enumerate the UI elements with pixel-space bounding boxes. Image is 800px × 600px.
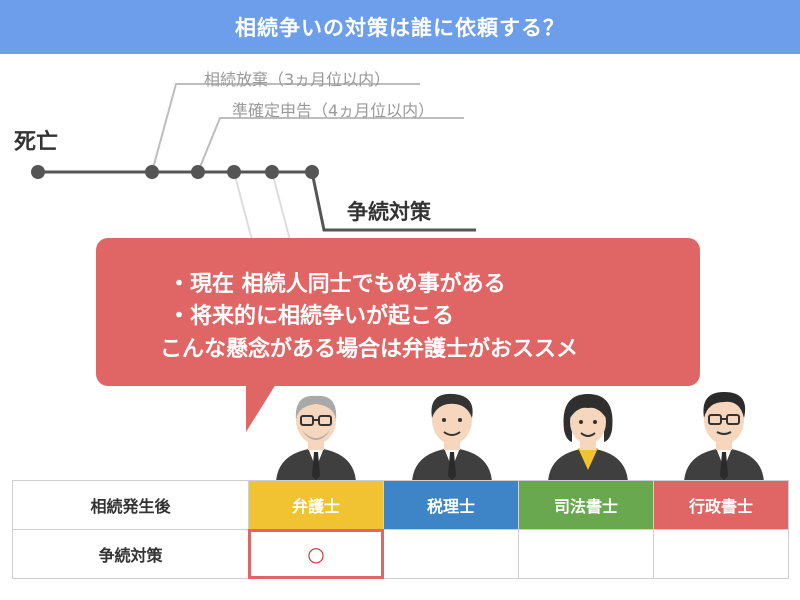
callout-tail xyxy=(246,384,276,432)
timeline-node-6 xyxy=(305,165,319,179)
circle-mark: ○ xyxy=(307,542,325,566)
timeline-node-qualified xyxy=(191,165,205,179)
comparison-table: 相続発生後 弁護士 税理士 司法書士 行政書士 争続対策 ○ xyxy=(12,480,789,579)
table-header-row: 相続発生後 弁護士 税理士 司法書士 行政書士 xyxy=(12,480,789,530)
qualified-leader-line xyxy=(197,117,464,173)
timeline-node-death xyxy=(31,165,45,179)
cell-judicial-scrivener xyxy=(518,529,654,579)
cell-administrative-scrivener xyxy=(653,529,789,579)
death-label: 死亡 xyxy=(14,130,59,155)
callout-bubble xyxy=(96,238,700,386)
callout-line-3: こんな懸念がある場合は弁護士がおススメ xyxy=(160,337,579,362)
timeline-diagram xyxy=(31,83,476,241)
judicial-scrivener-person-icon xyxy=(548,394,628,482)
timeline-node-renounce xyxy=(145,165,159,179)
faint-line-2 xyxy=(271,171,291,241)
renounce-label: 相続放棄（3ヵ月位以内） xyxy=(204,70,391,89)
timeline-node-5 xyxy=(265,165,279,179)
header-tax-accountant: 税理士 xyxy=(383,480,519,530)
timeline-node-4 xyxy=(227,165,241,179)
dispute-label: 争続対策 xyxy=(347,200,431,224)
header-lawyer: 弁護士 xyxy=(248,480,384,530)
qualified-return-label: 準確定申告（4ヵ月位以内） xyxy=(232,101,435,120)
header-administrative-scrivener: 行政書士 xyxy=(653,480,789,530)
lawyer-person-icon xyxy=(276,395,356,482)
page-title: 相続争いの対策は誰に依頼する？ xyxy=(0,0,800,54)
header-label-cell: 相続発生後 xyxy=(12,480,249,530)
faint-line-1 xyxy=(233,171,253,241)
header-judicial-scrivener: 司法書士 xyxy=(518,480,654,530)
renounce-leader-line xyxy=(151,83,420,173)
cell-lawyer: ○ xyxy=(248,529,384,579)
callout-line-2: ・将来的に相続争いが起こる xyxy=(168,304,455,329)
dispute-leader-line xyxy=(310,171,476,232)
tax-accountant-person-icon xyxy=(412,393,492,482)
table-row: 争続対策 ○ xyxy=(12,529,789,579)
callout-line-1: ・現在 相続人同士でもめ事がある xyxy=(168,272,506,297)
administrative-scrivener-person-icon xyxy=(684,392,764,482)
row-label-cell: 争続対策 xyxy=(12,529,249,579)
cell-tax-accountant xyxy=(383,529,519,579)
